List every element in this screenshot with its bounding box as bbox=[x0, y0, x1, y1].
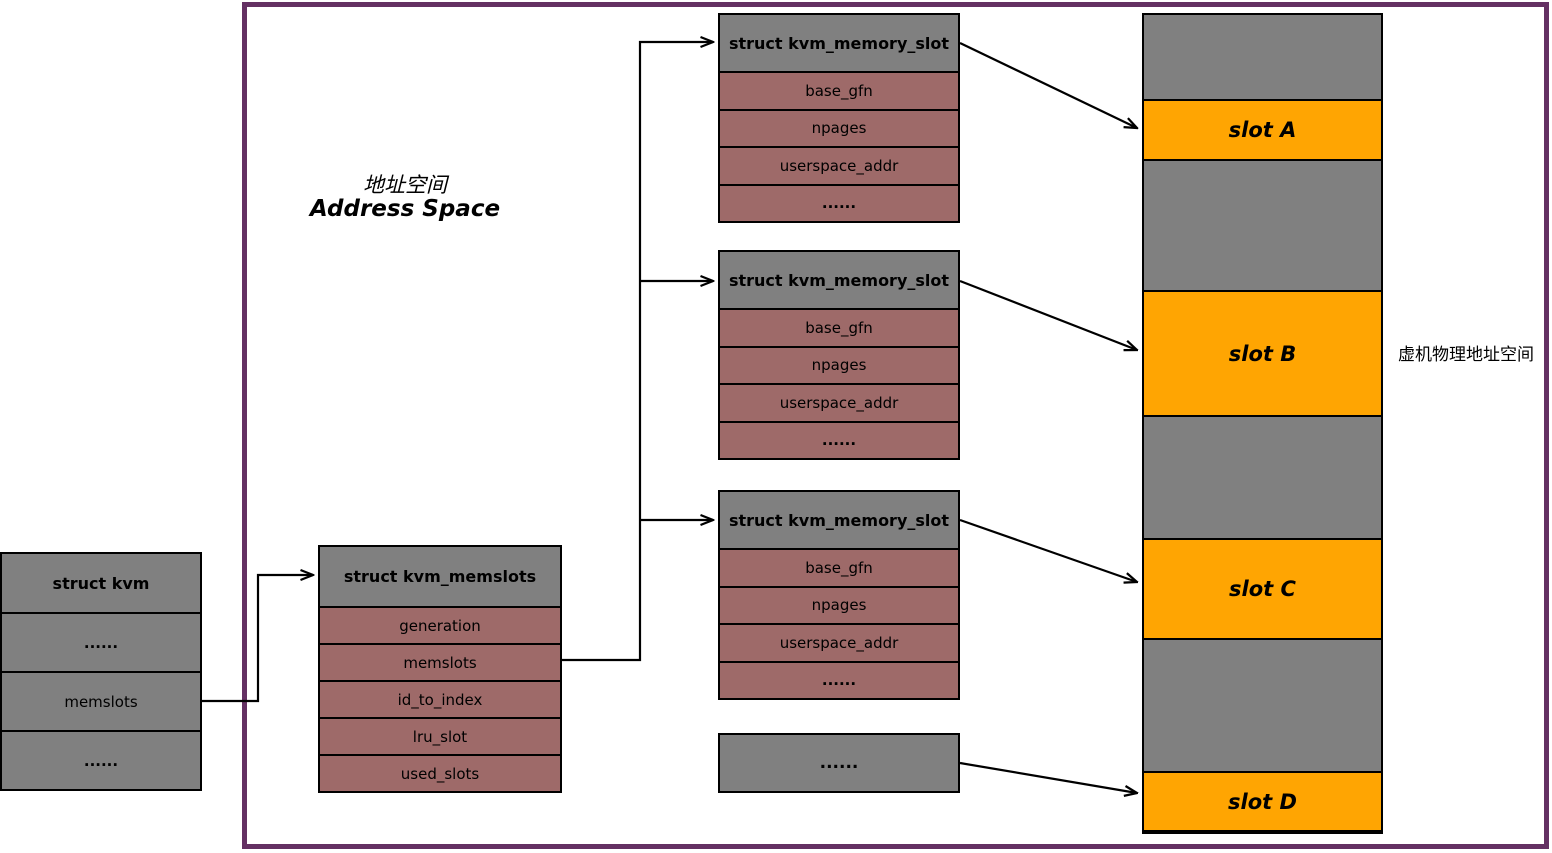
field-memslots: memslots bbox=[320, 643, 560, 680]
memory-slot-2-header: struct kvm_memory_slot bbox=[720, 252, 958, 308]
struct-kvm-box: struct kvm ...... memslots ...... bbox=[0, 552, 202, 791]
memory-gap-2 bbox=[1144, 158, 1381, 290]
memory-slot-3-userspace-addr: userspace_addr bbox=[720, 623, 958, 661]
address-space-frame bbox=[242, 2, 1549, 849]
field-used-slots: used_slots bbox=[320, 754, 560, 791]
memory-slot-3-base-gfn: base_gfn bbox=[720, 548, 958, 586]
struct-kvm-field-ellipsis-1: ...... bbox=[2, 612, 200, 671]
struct-kvm-memslots-box: struct kvm_memslots generation memslots … bbox=[318, 545, 562, 793]
memory-gap-5 bbox=[1144, 830, 1381, 832]
slot-c-block: slot C bbox=[1144, 538, 1381, 639]
memory-slot-3-ellipsis: ...... bbox=[720, 660, 958, 698]
address-space-title-en: Address Space bbox=[309, 196, 501, 222]
field-id-to-index: id_to_index bbox=[320, 680, 560, 717]
memory-slot-2-base-gfn: base_gfn bbox=[720, 308, 958, 346]
address-space-title-cn: 地址空间 bbox=[363, 173, 447, 197]
memory-gap-4 bbox=[1144, 638, 1381, 772]
memory-slot-2-npages: npages bbox=[720, 345, 958, 383]
memory-gap-1 bbox=[1144, 15, 1381, 100]
guest-physical-address-space-label: 虚机物理地址空间 bbox=[1398, 345, 1534, 365]
struct-kvm-field-memslots: memslots bbox=[2, 671, 200, 730]
memory-slot-1-base-gfn: base_gfn bbox=[720, 71, 958, 109]
memory-slot-2-ellipsis: ...... bbox=[720, 420, 958, 458]
field-generation: generation bbox=[320, 606, 560, 643]
struct-kvm-header: struct kvm bbox=[2, 554, 200, 612]
slot-d-block: slot D bbox=[1144, 771, 1381, 830]
field-lru-slot: lru_slot bbox=[320, 717, 560, 754]
memory-gap-3 bbox=[1144, 415, 1381, 539]
memory-slot-3-header: struct kvm_memory_slot bbox=[720, 492, 958, 548]
memory-slot-3-npages: npages bbox=[720, 585, 958, 623]
memory-slot-1-userspace-addr: userspace_addr bbox=[720, 146, 958, 184]
slot-a-block: slot A bbox=[1144, 99, 1381, 159]
memory-slot-2-userspace-addr: userspace_addr bbox=[720, 383, 958, 421]
guest-memory-column: slot A slot B slot C slot D bbox=[1142, 13, 1383, 834]
struct-kvm-memslots-header: struct kvm_memslots bbox=[320, 547, 560, 606]
struct-kvm-memory-slot-box-1: struct kvm_memory_slot base_gfn npages u… bbox=[718, 13, 960, 223]
more-memory-slots-box: ...... bbox=[718, 733, 960, 793]
struct-kvm-memory-slot-box-3: struct kvm_memory_slot base_gfn npages u… bbox=[718, 490, 960, 700]
memory-slot-1-header: struct kvm_memory_slot bbox=[720, 15, 958, 71]
slot-b-block: slot B bbox=[1144, 289, 1381, 416]
struct-kvm-memory-slot-box-2: struct kvm_memory_slot base_gfn npages u… bbox=[718, 250, 960, 460]
memory-slot-1-npages: npages bbox=[720, 108, 958, 146]
memory-slot-1-ellipsis: ...... bbox=[720, 183, 958, 221]
struct-kvm-field-ellipsis-2: ...... bbox=[2, 730, 200, 789]
